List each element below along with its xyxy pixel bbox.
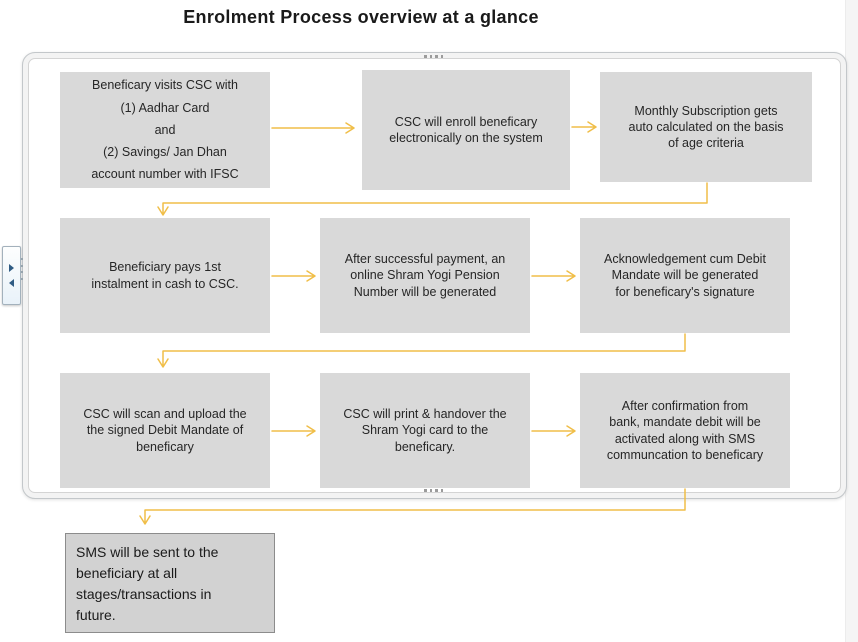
flow-step-9: After confirmation from bank, mandate de… xyxy=(580,373,790,488)
flow-step-sms: SMS will be sent to the beneficiary at a… xyxy=(65,533,275,633)
grip-handle-bottom-icon[interactable] xyxy=(424,489,443,492)
flow-step-1: Beneficary visits CSC with (1) Aadhar Ca… xyxy=(60,72,270,188)
pane-toggle-tab[interactable] xyxy=(2,246,21,305)
arrow-right-icon[interactable] xyxy=(9,264,14,272)
arrow-left-icon[interactable] xyxy=(9,279,14,287)
tab-grip-dots-icon xyxy=(21,258,23,280)
flow-step-5: After successful payment, an online Shra… xyxy=(320,218,530,333)
grip-handle-top-icon[interactable] xyxy=(424,55,443,58)
flow-step-4: Beneficiary pays 1st instalment in cash … xyxy=(60,218,270,333)
flow-step-7: CSC will scan and upload the the signed … xyxy=(60,373,270,488)
flow-step-8: CSC will print & handover the Shram Yogi… xyxy=(320,373,530,488)
flow-step-2: CSC will enroll beneficary electronicall… xyxy=(362,70,570,190)
flow-step-3: Monthly Subscription gets auto calculate… xyxy=(600,72,812,182)
flow-step-6: Acknowledgement cum Debit Mandate will b… xyxy=(580,218,790,333)
page-title: Enrolment Process overview at a glance xyxy=(183,7,539,27)
